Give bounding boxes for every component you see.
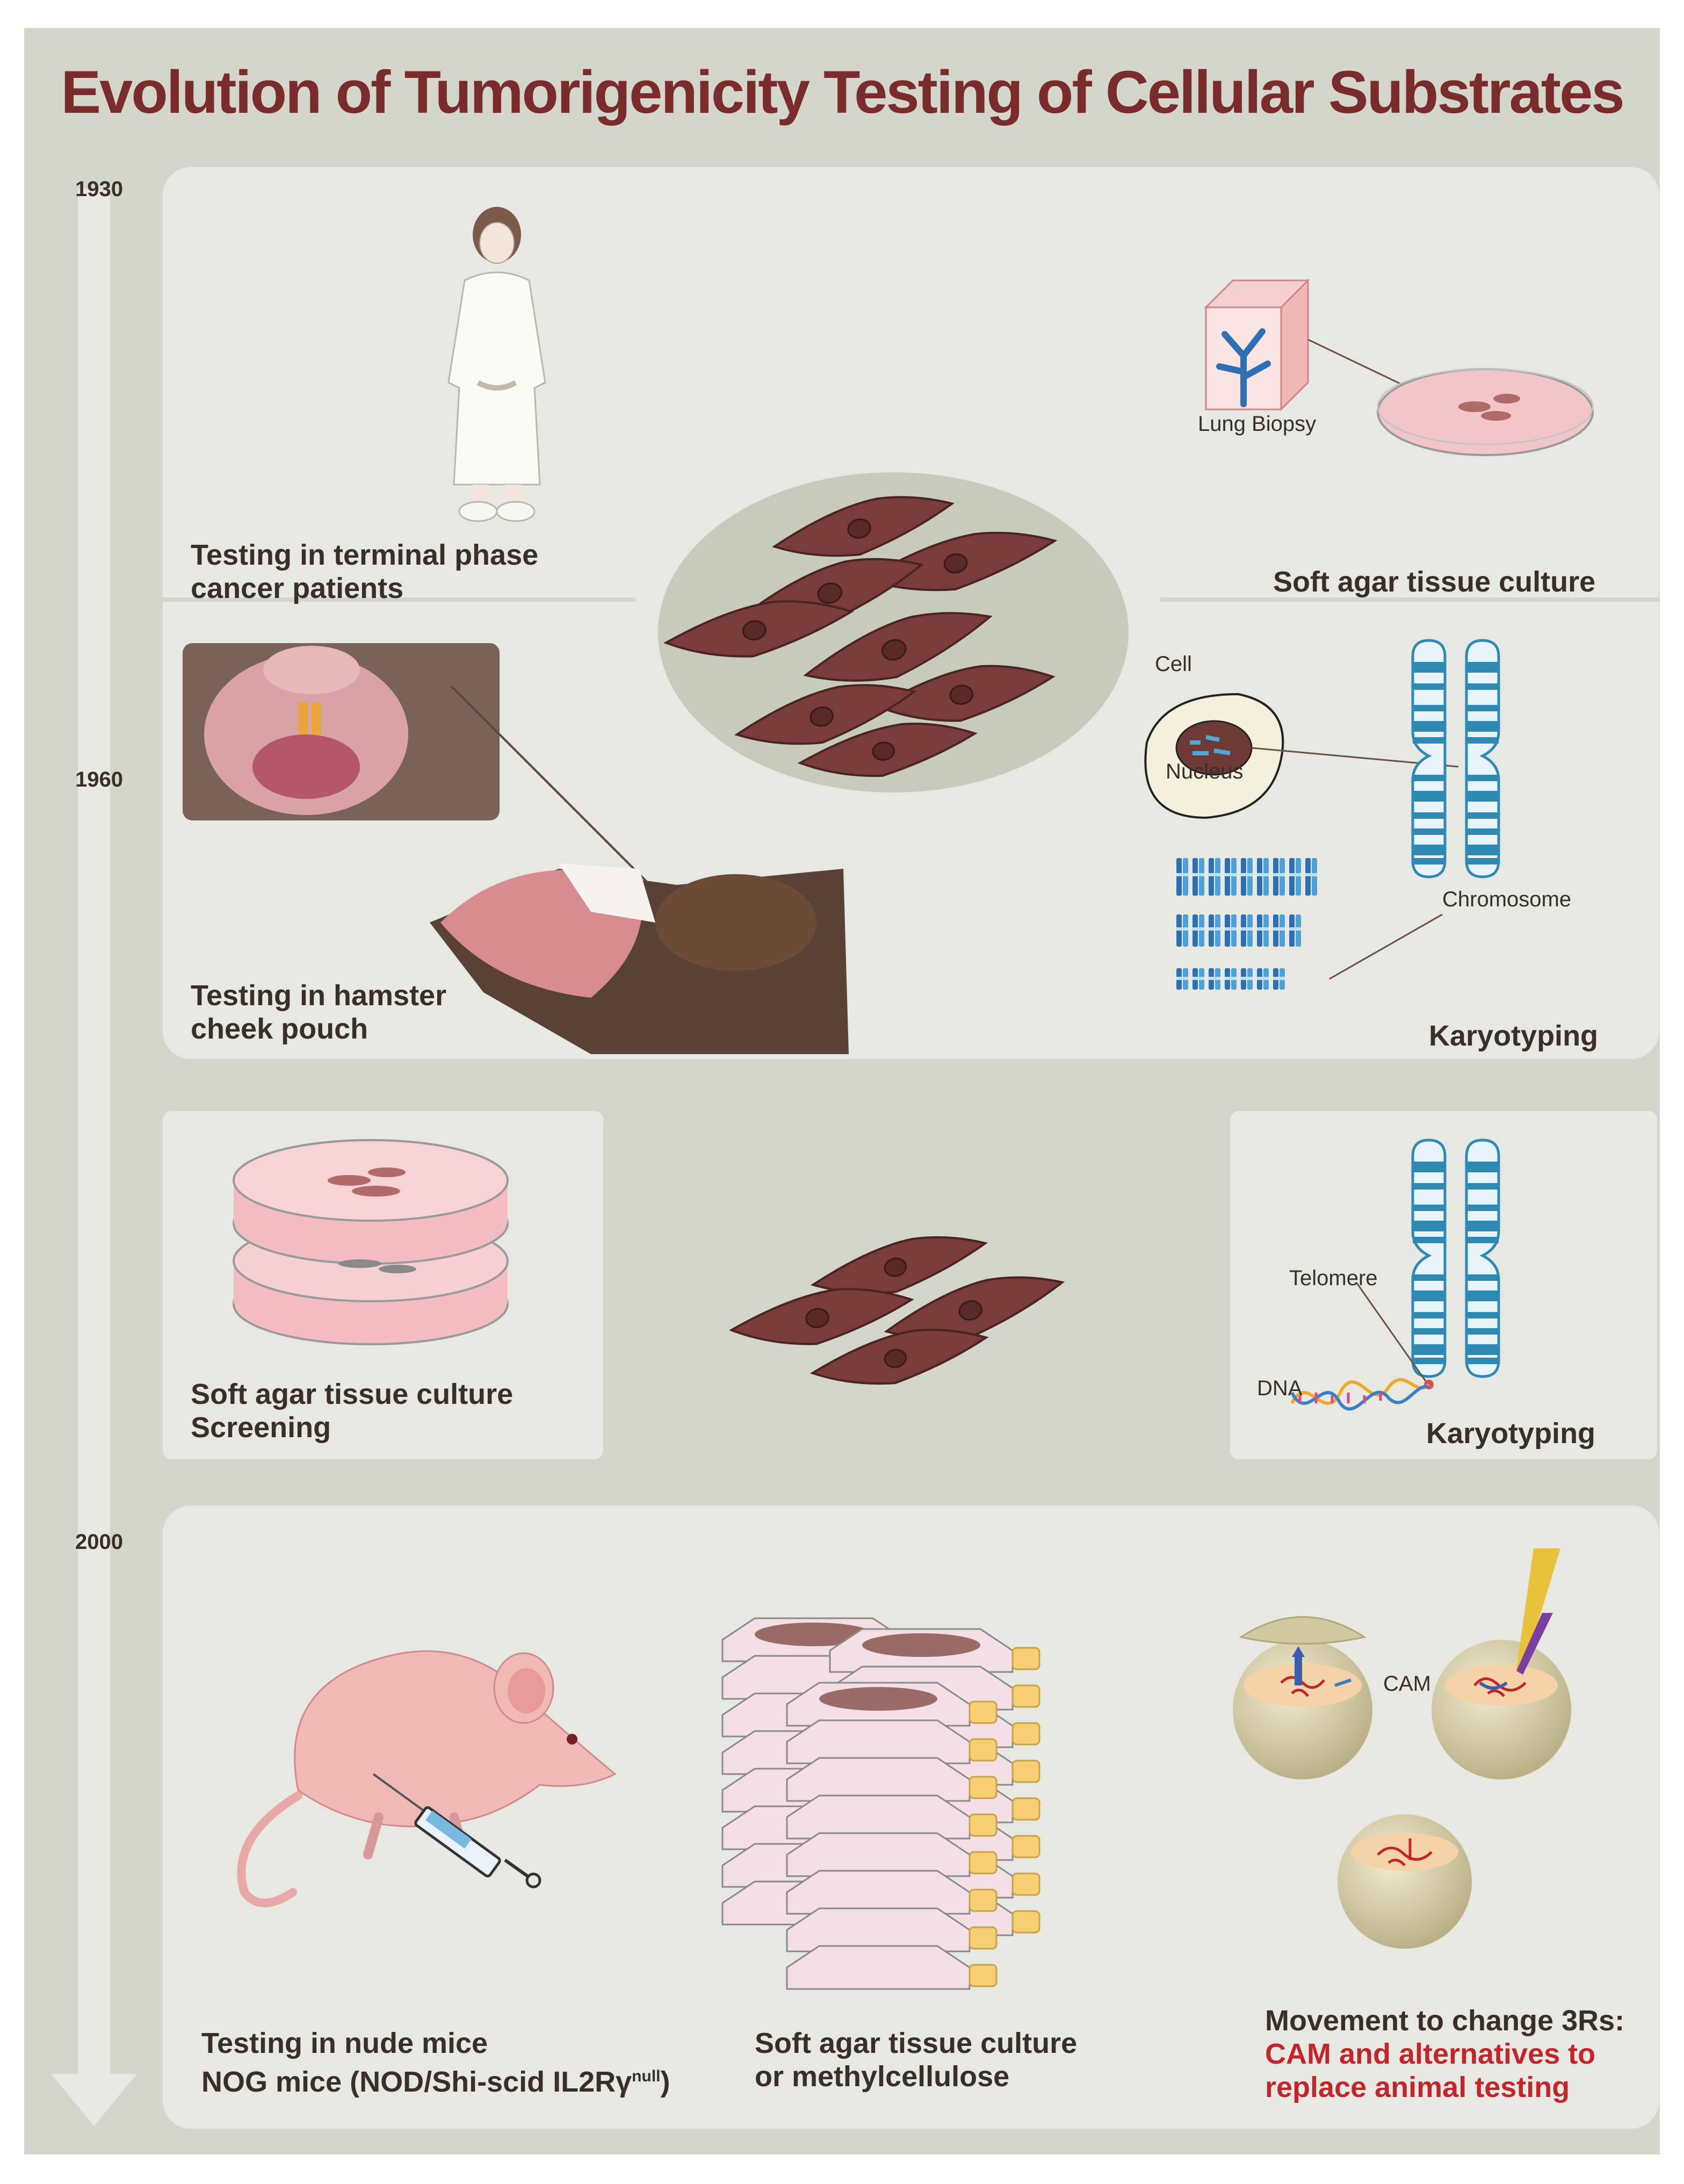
culture-flask-25: [786, 1870, 998, 1915]
cam-egg-illustration: [1233, 1548, 1571, 1949]
cell-7: [734, 684, 917, 745]
nude-mice-label: Testing in nude mice NOG mice (NOD/Shi-s…: [201, 2027, 670, 2098]
section1-divider-right: [1160, 597, 1659, 602]
karyo-chromosome-2-4: [1241, 968, 1253, 990]
hamster-label: Testing in hamster cheek pouch: [191, 979, 447, 1045]
patients-label: Testing in terminal phase cancer patient…: [191, 539, 539, 604]
karyo-chromosome-2-5: [1257, 968, 1269, 990]
cell-group-top: [663, 496, 1058, 777]
cell-group-middle: [729, 1236, 1065, 1385]
chromatid-1: [1411, 1138, 1447, 1378]
section1-karyotyping-label: Karyotyping: [1429, 1020, 1599, 1052]
poster-title: Evolution of Tumorigenicity Testing of C…: [61, 59, 1624, 126]
telomere-chromosome-illustration: [1411, 1138, 1500, 1378]
karyo-chromosome-1-1: [1192, 914, 1204, 947]
karyo-chromosome-2-6: [1273, 968, 1285, 990]
cell-8: [797, 723, 978, 777]
poster: Evolution of Tumorigenicity Testing of C…: [24, 28, 1660, 2154]
karyo-chromosome-1-7: [1289, 914, 1301, 947]
karyo-chromosome-2-3: [1225, 968, 1237, 990]
cell-1: [772, 496, 955, 557]
patient-figure: [447, 207, 546, 522]
flask-cell-layer: [862, 1633, 980, 1657]
cell-mid-4: [810, 1329, 989, 1385]
hamster-cheek-pouch-image: [183, 643, 849, 1054]
flask-cell-layer: [819, 1687, 937, 1711]
flask-cell-layer: [755, 1623, 873, 1646]
timeline-axis: [51, 189, 137, 2126]
chromosome-pointer-line: [1329, 913, 1443, 980]
karyo-chromosome-1-0: [1176, 914, 1188, 947]
karyo-chromosome-1-3: [1225, 914, 1237, 947]
section2-soft-agar-label: Soft agar tissue culture Screening: [191, 1378, 514, 1444]
karyo-chromosome-0-6: [1273, 858, 1285, 896]
cell-5: [803, 612, 993, 682]
nude-mouse-illustration: [237, 1650, 617, 1907]
chromatid-2: [1465, 1138, 1500, 1378]
chromatid-2: [1465, 639, 1500, 878]
cam-label: CAM: [1383, 1672, 1431, 1696]
cell-4: [663, 600, 854, 658]
lung-biopsy-illustration: [1204, 278, 1594, 456]
karyo-chromosome-0-3: [1225, 858, 1237, 896]
karyo-chromosome-2-2: [1209, 968, 1220, 990]
culture-flask-27: [786, 1945, 998, 1990]
cell-mid-2: [729, 1288, 914, 1345]
karyo-chromosome-0-5: [1257, 858, 1269, 896]
syringe-icon: [372, 1773, 541, 1889]
cell-label: Cell: [1155, 652, 1192, 676]
karyo-chromosome-0-7: [1289, 858, 1301, 896]
timeline-bar: [78, 189, 110, 2086]
lung-biopsy-label: Lung Biopsy: [1198, 412, 1317, 436]
section3-soft-agar-label: Soft agar tissue culture or methylcellul…: [755, 2027, 1078, 2093]
karyo-chromosome-0-1: [1192, 858, 1204, 896]
movement-label: Movement to change 3Rs: CAM and alternat…: [1265, 2005, 1625, 2103]
culture-flask-23: [786, 1794, 998, 1840]
karyo-chromosome-1-4: [1241, 914, 1253, 947]
year-2000: 2000: [75, 1530, 123, 1554]
karyo-chromosome-0-8: [1305, 858, 1317, 896]
flask-stack-illustration: [721, 1617, 1040, 1990]
section1-soft-agar-label: Soft agar tissue culture: [1273, 566, 1596, 598]
karyo-chromosome-1-2: [1209, 914, 1220, 947]
karyo-chromosome-1-5: [1257, 914, 1269, 947]
karyotype-grid: [1176, 858, 1317, 990]
culture-flask-24: [786, 1832, 998, 1877]
karyo-chromosome-1-6: [1273, 914, 1285, 947]
karyo-chromosome-0-4: [1241, 858, 1253, 896]
karyo-chromosome-0-2: [1209, 858, 1220, 896]
culture-flask-26: [786, 1907, 998, 1952]
timeline-arrowhead: [51, 2074, 137, 2126]
karyo-chromosome-2-0: [1176, 968, 1188, 990]
chromosome-label: Chromosome: [1442, 888, 1572, 911]
karyo-chromosome-2-1: [1192, 968, 1204, 990]
cell-6: [876, 665, 1056, 722]
chromatid-1: [1411, 639, 1447, 878]
dna-label: DNA: [1257, 1376, 1303, 1400]
section2-karyotyping-label: Karyotyping: [1426, 1417, 1596, 1450]
cell-2: [862, 531, 1058, 592]
section1-divider-left: [163, 597, 635, 602]
chromosome-illustration: [1411, 639, 1500, 878]
telomere-label: Telomere: [1289, 1266, 1378, 1290]
karyo-chromosome-0-0: [1176, 858, 1188, 896]
dna-helix-illustration: [1290, 1282, 1434, 1411]
cell-nucleus-illustration: [1144, 693, 1459, 819]
culture-flask-21: [786, 1719, 998, 1764]
year-1960: 1960: [75, 768, 123, 791]
nucleus-label: Nucleus: [1166, 760, 1244, 783]
stacked-dishes-illustration: [233, 1139, 509, 1345]
year-1930: 1930: [75, 177, 123, 201]
culture-flask-22: [786, 1757, 998, 1802]
